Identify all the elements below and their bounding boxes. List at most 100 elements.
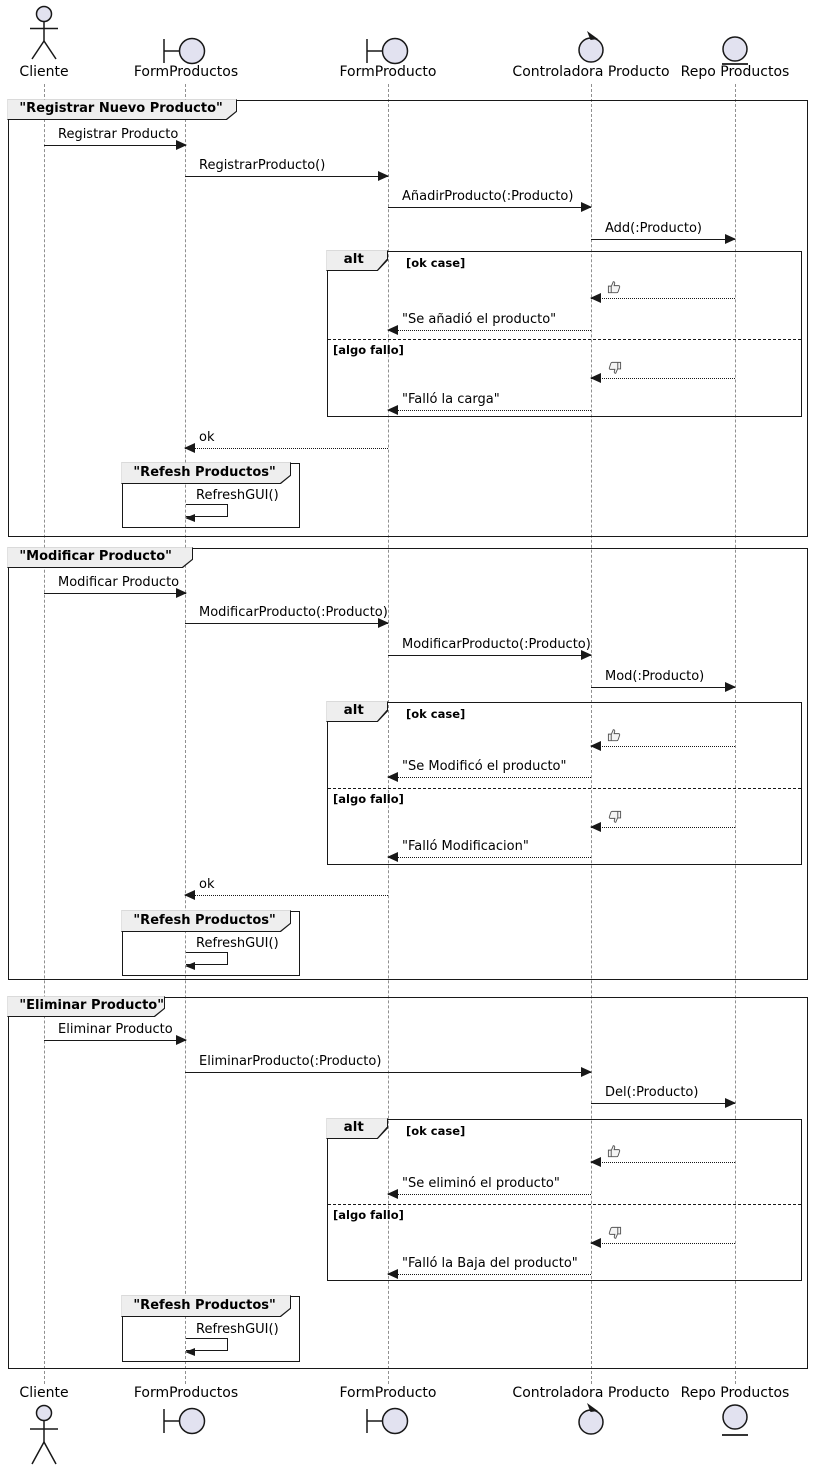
arrow-line xyxy=(591,682,736,692)
frame-refesh-productos: "Refesh Productos" xyxy=(122,463,300,528)
guard-algo-fallo: [algo fallo] xyxy=(333,343,404,357)
arrow-line xyxy=(591,1098,736,1108)
arrow-line xyxy=(44,588,187,598)
arrow-line xyxy=(185,1067,592,1077)
message-modificar-producto: Modificar Producto xyxy=(44,575,187,598)
self-message-refreshgui: RefreshGUI() xyxy=(185,488,279,522)
control-icon xyxy=(576,1402,606,1436)
arrowhead-left-icon xyxy=(387,852,398,862)
message-anadirproducto: AñadirProducto(:Producto) xyxy=(388,189,592,212)
message-label: ModificarProducto(:Producto) xyxy=(199,605,388,620)
message-thumbs-down-reply xyxy=(590,809,735,832)
frame-title: "Refesh Productos" xyxy=(121,462,290,483)
message-label: "Falló Modificacion" xyxy=(402,839,529,854)
frame-title-tab: "Refesh Productos" xyxy=(121,910,291,932)
arrowhead-left-icon xyxy=(590,293,601,303)
arrow-line xyxy=(184,890,388,900)
arrowhead-right-icon xyxy=(378,618,389,628)
arrow-line xyxy=(387,1269,591,1279)
thumbs-up-icon xyxy=(591,280,735,296)
message-registrar-producto: Registrar Producto xyxy=(44,127,187,150)
frame-refesh-productos: "Refesh Productos" xyxy=(122,911,300,976)
message-label: "Falló la carga" xyxy=(402,392,500,407)
participant-label-cliente: Cliente xyxy=(19,1385,69,1401)
message-label: Eliminar Producto xyxy=(58,1022,173,1037)
participant-label-formproducto: FormProducto xyxy=(339,1385,437,1401)
alt-divider xyxy=(328,339,801,340)
participant-label-controladora: Controladora Producto xyxy=(512,1385,670,1401)
arrowhead-left-icon xyxy=(185,1347,195,1356)
frame-title-tab: "Modificar Producto" xyxy=(7,547,193,568)
lifeline-cliente xyxy=(44,84,45,1384)
message-se-anadio: "Se añadió el producto" xyxy=(387,312,591,335)
arrowhead-right-icon xyxy=(378,171,389,181)
arrow-line xyxy=(185,171,389,181)
message-ok-reply: ok xyxy=(184,430,388,453)
frame-title: "Registrar Nuevo Producto" xyxy=(7,99,236,119)
message-modificarproducto-2: ModificarProducto(:Producto) xyxy=(388,637,592,660)
boundary-icon xyxy=(161,1406,209,1436)
actor-icon xyxy=(27,5,61,63)
arrowhead-left-icon xyxy=(387,325,398,335)
participant-label-formproducto: FormProducto xyxy=(339,64,437,80)
arrowhead-left-icon xyxy=(387,772,398,782)
arrowhead-left-icon xyxy=(387,1189,398,1199)
arrowhead-right-icon xyxy=(725,1098,736,1108)
lifeline-formproducto xyxy=(388,84,389,1384)
arrowhead-right-icon xyxy=(725,234,736,244)
message-registrarproducto: RegistrarProducto() xyxy=(185,158,389,181)
frame-modificar-producto: "Modificar Producto" xyxy=(8,548,808,980)
message-ok-reply: ok xyxy=(184,877,388,900)
guard-ok-case: [ok case] xyxy=(406,707,466,721)
message-label: "Se eliminó el producto" xyxy=(402,1176,560,1191)
arrow-line xyxy=(591,234,736,244)
arrow-line xyxy=(387,1189,591,1199)
arrowhead-right-icon xyxy=(581,1067,592,1077)
message-fallo-modificacion: "Falló Modificacion" xyxy=(387,839,591,862)
alt-divider xyxy=(328,1204,801,1205)
guard-algo-fallo: [algo fallo] xyxy=(333,792,404,806)
entity-icon xyxy=(719,1404,751,1438)
arrowhead-right-icon xyxy=(176,588,187,598)
arrowhead-left-icon xyxy=(185,513,195,522)
alt-operator: alt xyxy=(326,701,387,721)
arrow-line xyxy=(388,650,592,660)
arrowhead-left-icon xyxy=(387,1269,398,1279)
alt-operator-tab: alt xyxy=(326,701,388,722)
message-thumbs-up-reply xyxy=(590,1144,735,1167)
message-thumbs-up-reply xyxy=(590,280,735,303)
participant-label-cliente: Cliente xyxy=(19,64,69,80)
arrow-line xyxy=(185,618,389,628)
message-mod-producto: Mod(:Producto) xyxy=(591,669,736,692)
arrow-line xyxy=(590,822,735,832)
guard-ok-case: [ok case] xyxy=(406,1124,466,1138)
arrowhead-right-icon xyxy=(725,682,736,692)
arrow-line xyxy=(387,772,591,782)
alt-fragment: alt [ok case] [algo fallo] xyxy=(327,1119,802,1281)
message-label: Mod(:Producto) xyxy=(605,669,705,684)
message-thumbs-down-reply xyxy=(590,360,735,383)
boundary-icon xyxy=(364,36,412,66)
arrow-line xyxy=(387,405,591,415)
arrow-line xyxy=(387,325,591,335)
arrowhead-left-icon xyxy=(590,373,601,383)
alt-fragment: alt [ok case] [algo fallo] xyxy=(327,251,802,417)
message-label: EliminarProducto(:Producto) xyxy=(199,1054,382,1069)
message-thumbs-up-reply xyxy=(590,728,735,751)
lifeline-formproductos xyxy=(185,84,186,1384)
arrowhead-left-icon xyxy=(590,1157,601,1167)
message-fallo-carga: "Falló la carga" xyxy=(387,392,591,415)
message-label: RegistrarProducto() xyxy=(199,158,326,173)
message-label: Registrar Producto xyxy=(58,127,179,142)
message-label: "Se Modificó el producto" xyxy=(402,759,567,774)
thumbs-down-icon xyxy=(591,1225,735,1241)
arrow-line xyxy=(590,373,735,383)
self-arrow xyxy=(185,1338,228,1356)
arrowhead-left-icon xyxy=(185,961,195,970)
control-icon xyxy=(576,30,606,64)
arrowhead-left-icon xyxy=(387,405,398,415)
thumbs-down-icon xyxy=(591,360,735,376)
actor-icon xyxy=(27,1404,61,1467)
alt-operator: alt xyxy=(326,250,387,270)
message-label: AñadirProducto(:Producto) xyxy=(402,189,574,204)
